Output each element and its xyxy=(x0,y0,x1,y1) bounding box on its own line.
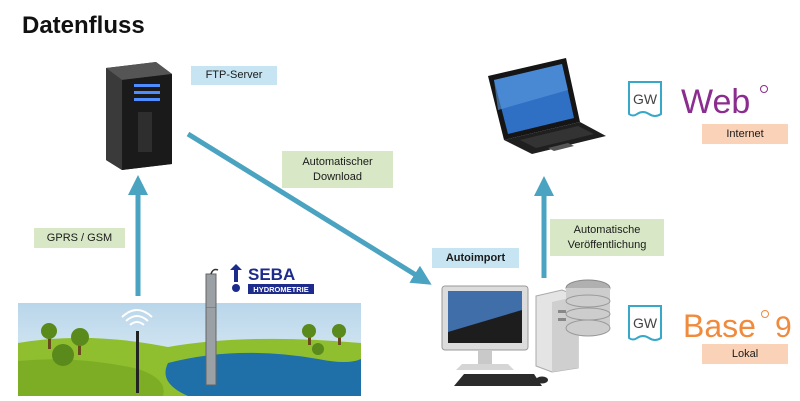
seba-logo: SEBA HYDROMETRIE xyxy=(230,264,314,294)
landscape-antenna-icon xyxy=(18,303,361,396)
arrow-download-diagonal xyxy=(186,131,432,285)
seba-sub: HYDROMETRIE xyxy=(253,285,308,294)
page-title: Datenfluss xyxy=(22,12,145,39)
gw-base-logo: GW Base 9 xyxy=(628,305,792,344)
database-icon xyxy=(535,279,611,373)
label-automatic-publication: Automatische Veröffentlichung xyxy=(550,219,664,256)
probe-cable-icon xyxy=(205,268,219,308)
label-autoimport: Autoimport xyxy=(432,248,519,268)
label-internet: Internet xyxy=(702,124,788,144)
gw-web-logo: GW Web xyxy=(628,81,768,120)
label-lokal: Lokal xyxy=(702,344,788,364)
gw-base-version: 9 xyxy=(775,311,792,344)
desktop-computer-icon xyxy=(441,285,548,386)
label-ftp-server: FTP-Server xyxy=(191,66,277,85)
gw-base-name: Base xyxy=(683,308,756,344)
gw-web-name: Web xyxy=(681,83,750,120)
label-automatic-download: Automatischer Download xyxy=(282,151,393,188)
water-level-probe-icon xyxy=(205,303,217,386)
gw-base-badge-text: GW xyxy=(633,315,658,331)
server-icon xyxy=(106,62,172,170)
seba-name: SEBA xyxy=(248,265,295,284)
label-gprs-gsm: GPRS / GSM xyxy=(34,228,125,248)
wifi-signal-icon xyxy=(121,309,153,393)
laptop-icon xyxy=(488,58,606,154)
gw-web-badge-text: GW xyxy=(633,91,658,107)
